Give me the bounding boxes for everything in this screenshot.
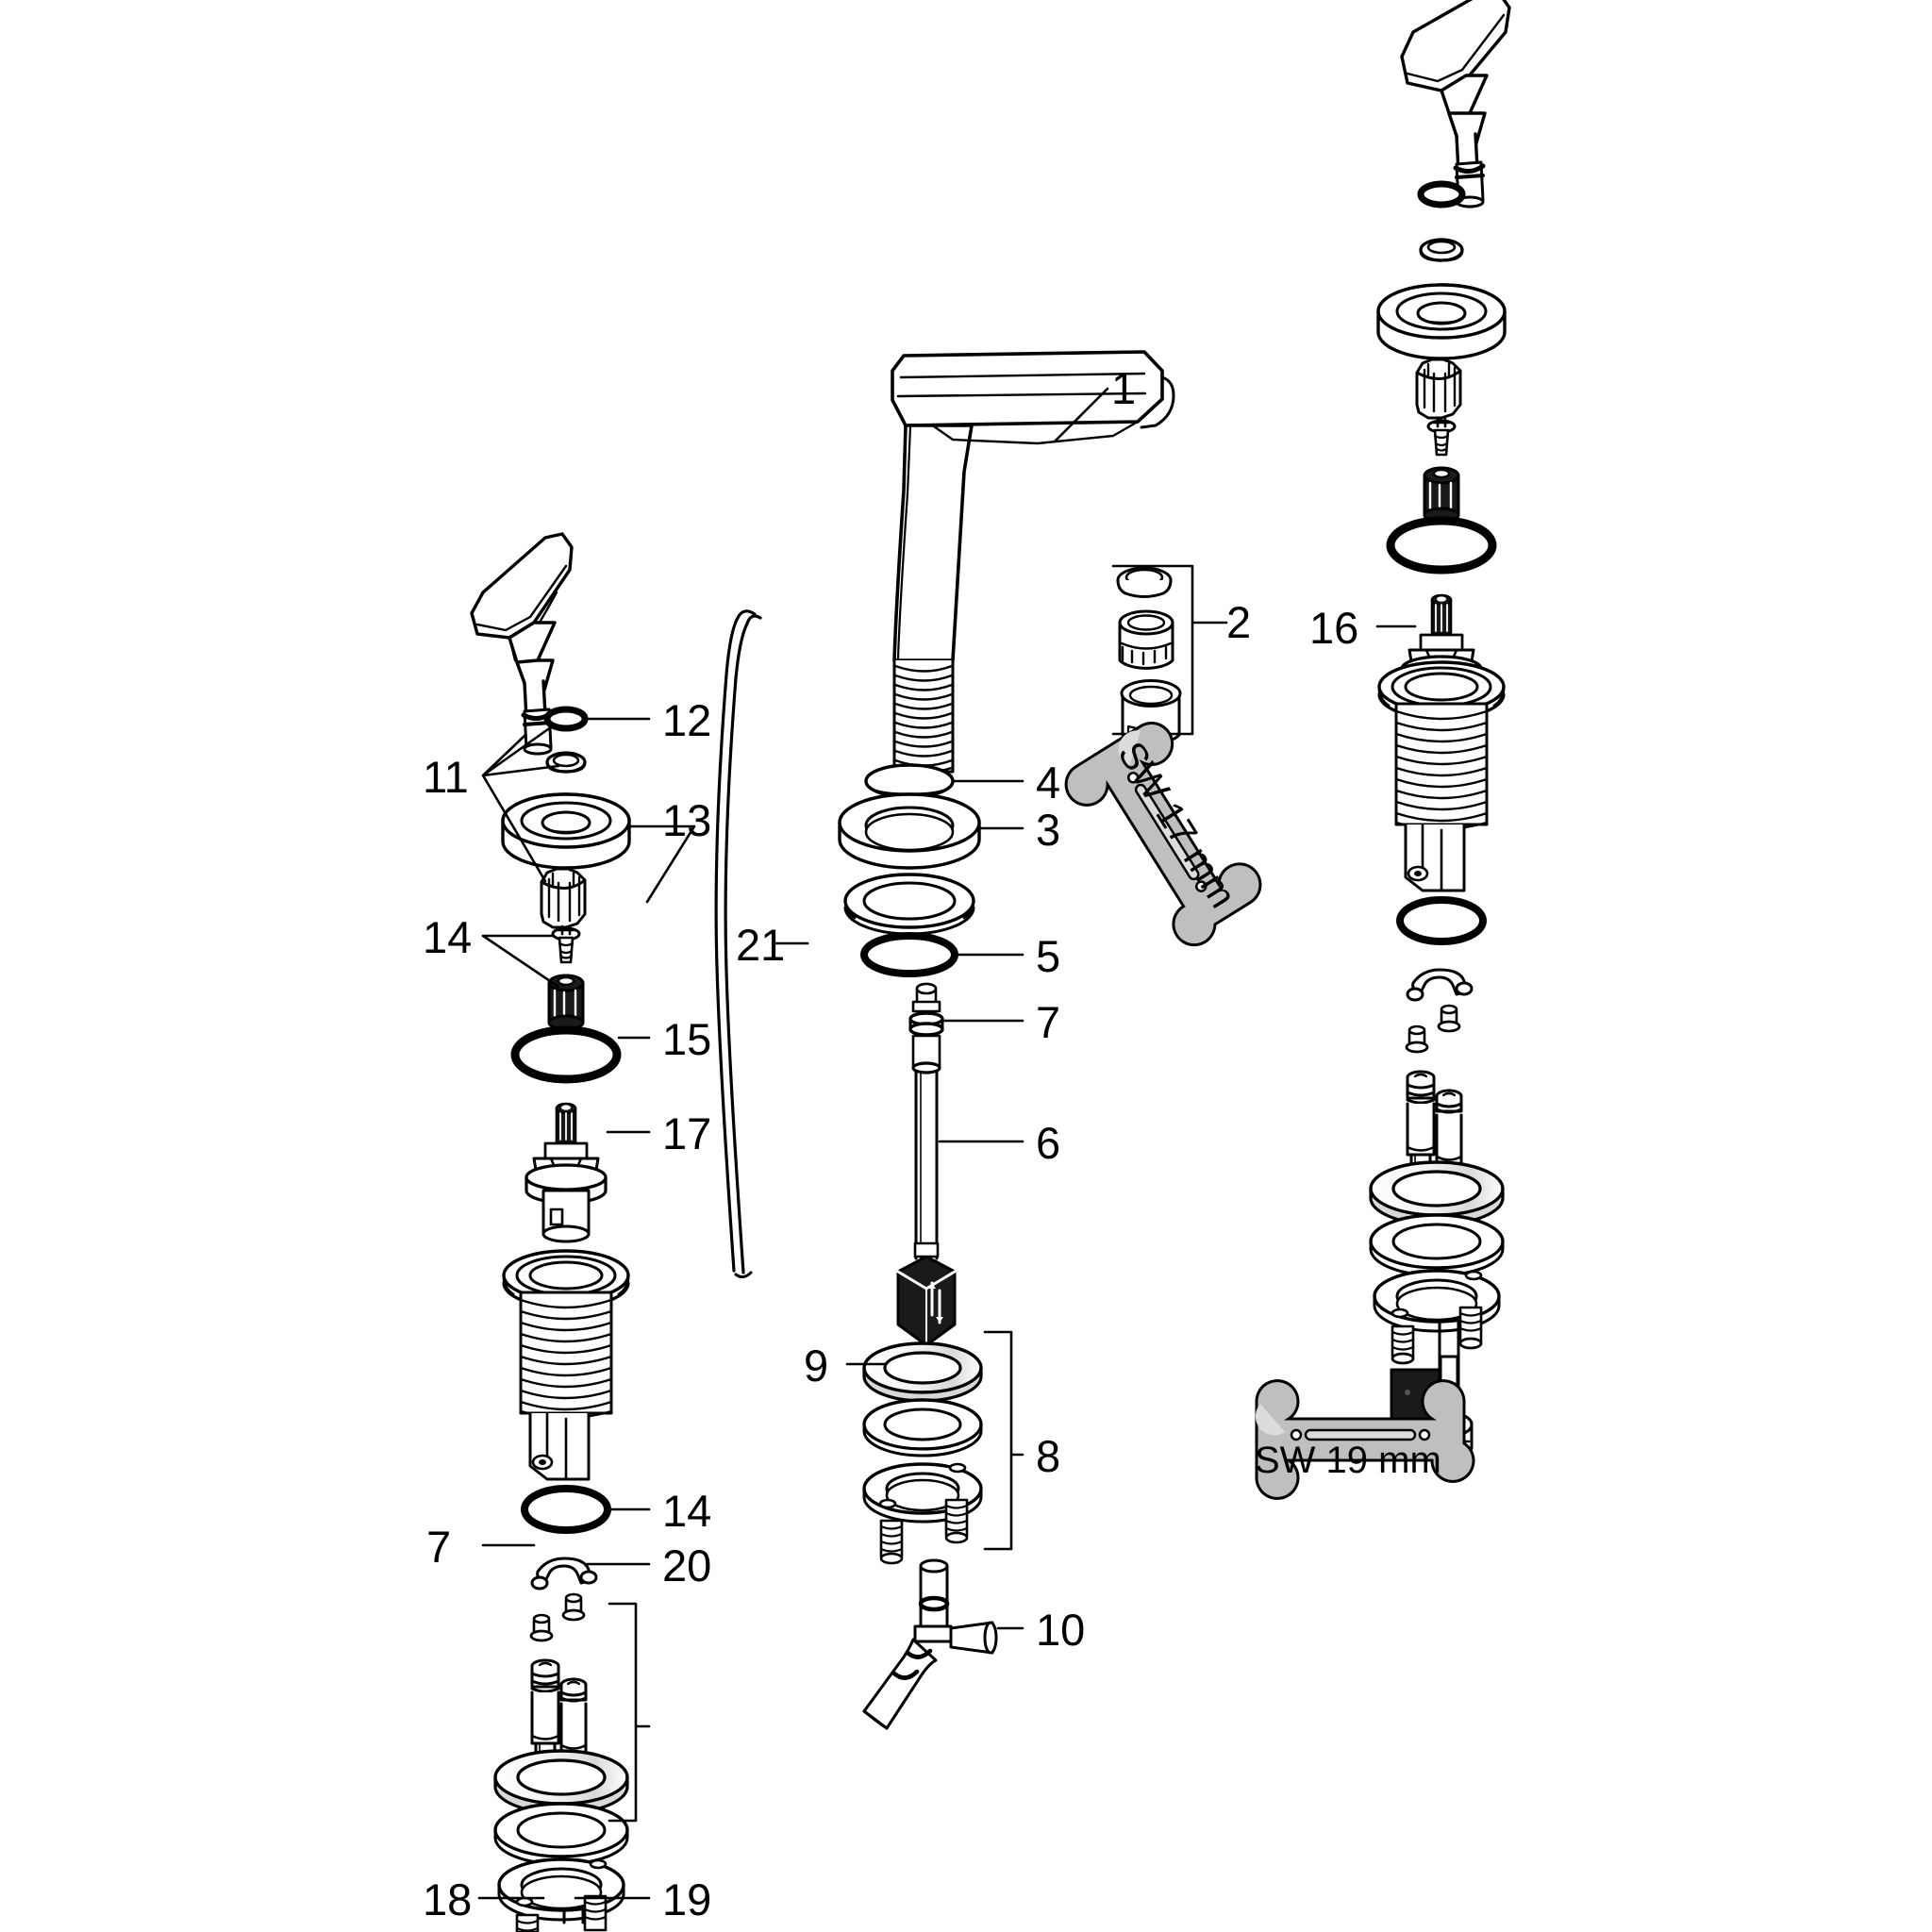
cartridge-o-ring-14c [521,1485,611,1534]
callout-1: 1 [1111,363,1137,413]
handle-o-ring-12 [543,706,589,732]
right-body-o-ring [1386,516,1497,575]
right-ring-b [1419,238,1464,262]
right-handle-collar [1453,160,1486,208]
screw-14 [551,924,581,964]
callout-14-upper: 14 [423,912,473,962]
callout-14-lower: 14 [662,1486,712,1536]
callout-6: 6 [1036,1118,1061,1168]
left-plugs [529,1592,586,1642]
callout-12: 12 [662,695,712,745]
callout-4: 4 [1036,758,1061,808]
right-gasket-fiber [1369,1213,1505,1277]
callout-19: 19 [662,1874,712,1924]
left-mount-plate [497,1857,625,1922]
base-escutcheon-ring [838,792,981,870]
callout-21: 21 [736,920,786,970]
right-retaining-clip [1406,968,1474,1002]
callout-17: 17 [662,1108,712,1158]
right-mount-plate [1373,1269,1501,1333]
body-o-ring-15 [510,1025,622,1084]
tee-fitting [862,1558,998,1730]
center-washer [843,873,975,936]
pull-rod [714,609,762,1279]
spout-body [891,350,1175,662]
callout-7-left: 7 [426,1522,452,1572]
tool-label-sw19: SW 19 mm [1255,1440,1441,1481]
right-gasket-metal [1369,1160,1505,1226]
cartridge-left-17 [525,1102,608,1243]
callout-7: 7 [1036,997,1061,1047]
right-cartridge-o-ring [1396,896,1487,945]
splined-adapter-11c [540,867,587,929]
spout-threaded-shank [892,658,955,774]
right-cover-rosette [1376,283,1507,360]
left-valve-housing [502,1249,630,1481]
callout-2: 2 [1226,597,1252,647]
leader-lines [477,387,1417,1900]
callout-18: 18 [423,1874,473,1924]
pull-out-hose [914,1070,939,1260]
o-ring-small [860,932,958,977]
callout-3: 3 [1036,805,1061,855]
gasket-screw-right [944,1498,969,1544]
right-o-ring [1417,180,1466,208]
gasket-screw-left [879,1519,904,1565]
left-handle-lever [470,532,574,721]
hose-end-fitting [896,1241,957,1347]
right-screw [1426,417,1457,457]
metal-washer [862,1341,983,1403]
callout-13: 13 [662,795,712,845]
left-gasket-screw-right [583,1894,608,1932]
callout-8-center: 8 [1036,1431,1061,1481]
callout-15: 15 [662,1014,712,1064]
retaining-clip-left [530,1557,598,1591]
callout-10: 10 [1036,1605,1086,1655]
callout-20: 20 [662,1541,712,1591]
cover-cap-rosette-13 [501,792,631,870]
left-handle-collar [521,708,554,756]
upper-seal-ring [864,763,955,799]
left-gasket-metal [493,1749,629,1815]
right-splined-adapter [1415,358,1462,420]
callout-16: 16 [1309,603,1359,653]
hose-connector-top [908,982,944,1074]
callout-11: 11 [423,752,469,802]
right-handle-lever [1400,0,1511,174]
aerator-assembly [1116,566,1182,745]
handle-ring-11b [545,751,587,774]
right-gasket-screw-right [1458,1306,1483,1350]
fiber-gasket [862,1398,983,1457]
callout-9: 9 [804,1341,829,1391]
callout-5: 5 [1036,931,1061,981]
left-gasket-fiber [493,1802,629,1866]
right-plugs [1405,1004,1461,1054]
right-valve-housing [1377,660,1506,892]
left-gasket-screw-left [515,1913,540,1932]
right-adapter-bush [1423,466,1460,524]
right-gasket-screw-left [1391,1324,1415,1365]
